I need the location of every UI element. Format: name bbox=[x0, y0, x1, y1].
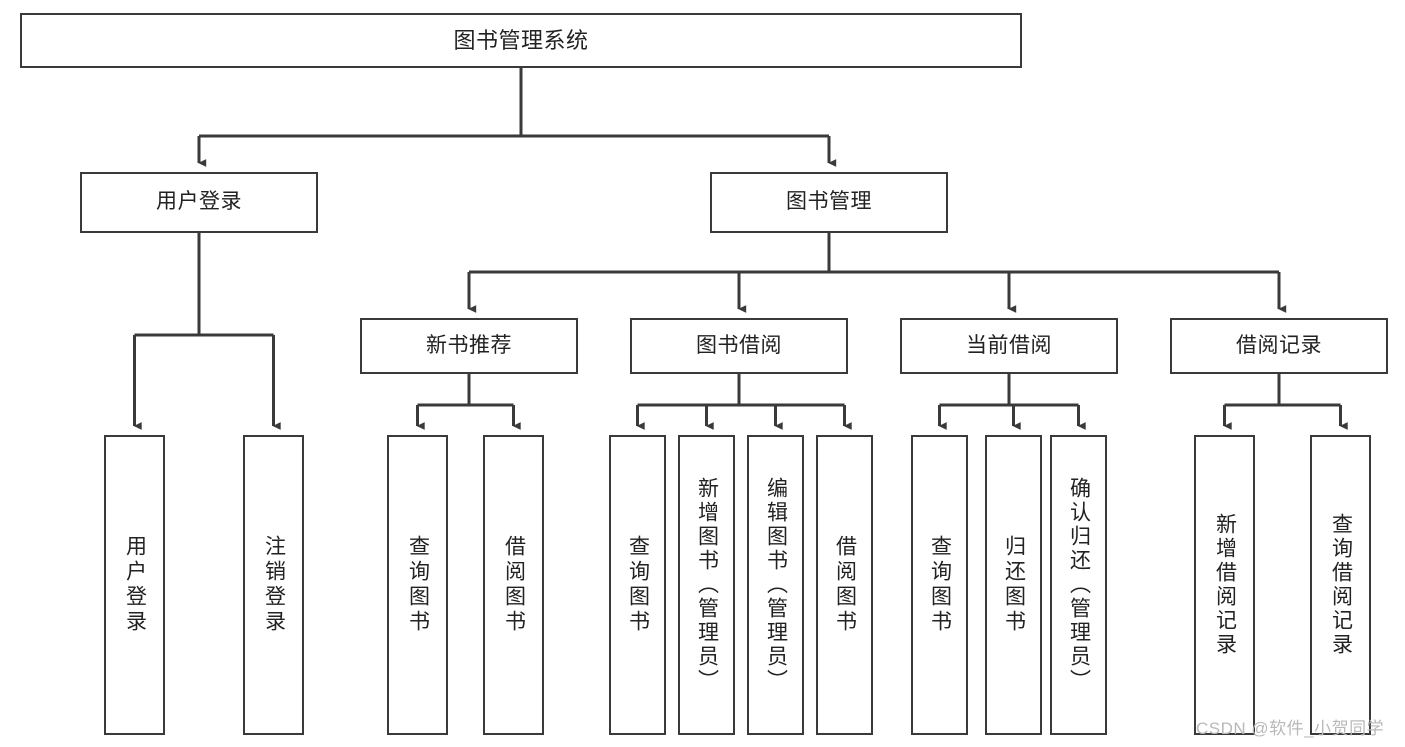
node-label: 图书借阅 bbox=[696, 333, 782, 357]
node-label: 注销登录 bbox=[262, 535, 286, 635]
leaf-borrow-book-recommendation[interactable]: 借阅图书 bbox=[483, 435, 544, 735]
node-label: 新增借阅记录 bbox=[1213, 513, 1237, 657]
node-label: 用户登录 bbox=[123, 535, 147, 635]
node-label: 查询图书 bbox=[626, 535, 650, 635]
leaf-return-book[interactable]: 归还图书 bbox=[985, 435, 1042, 735]
node-new-book-recommendation[interactable]: 新书推荐 bbox=[360, 318, 578, 374]
node-label: 确认归还（管理员） bbox=[1067, 477, 1091, 693]
leaf-add-borrow-record[interactable]: 新增借阅记录 bbox=[1194, 435, 1255, 735]
node-label: 图书管理 bbox=[786, 190, 872, 214]
leaf-edit-book-admin[interactable]: 编辑图书（管理员） bbox=[747, 435, 804, 735]
leaf-user-login[interactable]: 用户登录 bbox=[104, 435, 165, 735]
leaf-query-borrow-record[interactable]: 查询借阅记录 bbox=[1310, 435, 1371, 735]
node-label: 当前借阅 bbox=[966, 333, 1052, 357]
csdn-watermark: CSDN @软件_小贺同学 bbox=[1196, 719, 1385, 738]
leaf-query-book-current[interactable]: 查询图书 bbox=[911, 435, 968, 735]
node-label: 用户登录 bbox=[156, 190, 242, 214]
node-label: 借阅图书 bbox=[833, 535, 857, 635]
node-user-login[interactable]: 用户登录 bbox=[80, 172, 318, 233]
node-label: 新增图书（管理员） bbox=[695, 477, 719, 693]
node-label: 图书管理系统 bbox=[453, 27, 589, 53]
node-label: 查询借阅记录 bbox=[1329, 513, 1353, 657]
leaf-user-logout[interactable]: 注销登录 bbox=[243, 435, 304, 735]
node-book-borrow[interactable]: 图书借阅 bbox=[630, 318, 848, 374]
leaf-borrow-book[interactable]: 借阅图书 bbox=[816, 435, 873, 735]
leaf-add-book-admin[interactable]: 新增图书（管理员） bbox=[678, 435, 735, 735]
node-label: 查询图书 bbox=[928, 535, 952, 635]
node-label: 查询图书 bbox=[406, 535, 430, 635]
node-label: 新书推荐 bbox=[426, 333, 512, 357]
node-book-management[interactable]: 图书管理 bbox=[710, 172, 948, 233]
leaf-confirm-return-admin[interactable]: 确认归还（管理员） bbox=[1050, 435, 1107, 735]
node-root-book-management-system[interactable]: 图书管理系统 bbox=[20, 13, 1022, 68]
node-current-borrow[interactable]: 当前借阅 bbox=[900, 318, 1118, 374]
leaf-query-book-borrow[interactable]: 查询图书 bbox=[609, 435, 666, 735]
node-label: 归还图书 bbox=[1002, 535, 1026, 635]
node-borrow-record[interactable]: 借阅记录 bbox=[1170, 318, 1388, 374]
node-label: 编辑图书（管理员） bbox=[764, 477, 788, 693]
node-label: 借阅记录 bbox=[1236, 333, 1322, 357]
leaf-query-book-recommendation[interactable]: 查询图书 bbox=[387, 435, 448, 735]
node-label: 借阅图书 bbox=[502, 535, 526, 635]
